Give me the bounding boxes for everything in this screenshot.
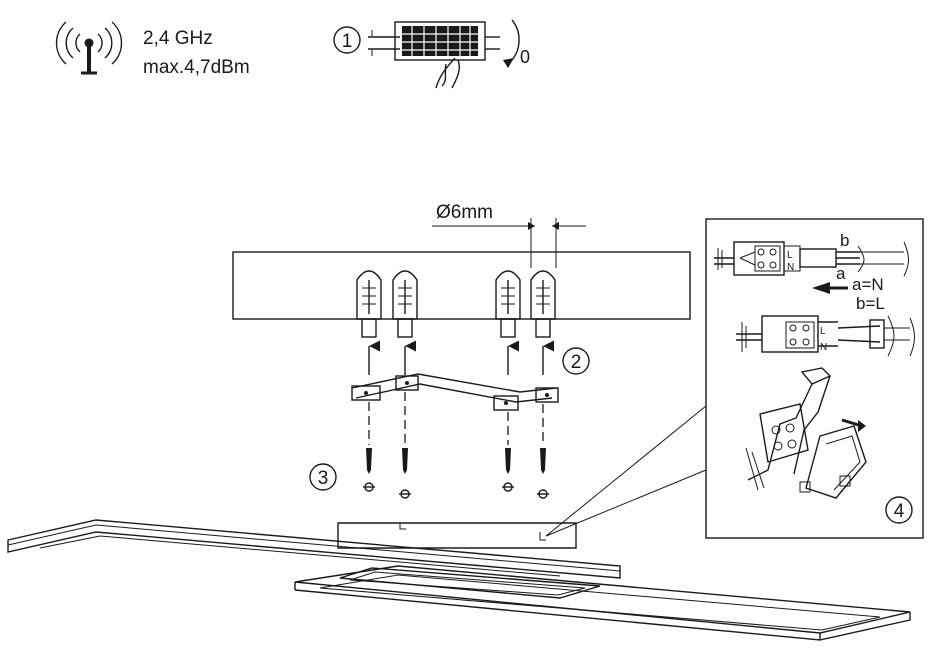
wall-plug — [392, 270, 418, 338]
switch-off-label: 0 — [520, 47, 530, 67]
wire-b-label: b — [840, 231, 849, 250]
svg-text:L: L — [820, 326, 826, 337]
step-3-marker: 3 — [309, 463, 337, 491]
wireless-antenna-icon — [55, 21, 123, 75]
screw — [502, 448, 514, 492]
insert-arrows — [368, 340, 555, 375]
screw — [363, 448, 375, 492]
ceiling-slab — [232, 251, 691, 320]
terminal-connector-bottom: L N — [736, 315, 915, 357]
step-2-marker: 2 — [562, 347, 590, 375]
svg-text:N: N — [787, 262, 794, 273]
detail-callout-lines — [545, 405, 707, 537]
insert-arrow-icon — [812, 282, 848, 294]
screw — [399, 448, 411, 499]
step-4-marker: 4 — [885, 496, 913, 524]
wall-plug — [495, 270, 521, 338]
power-label: max.4,7dBm — [143, 57, 250, 78]
svg-text:3: 3 — [318, 468, 329, 489]
wall-plug — [530, 270, 556, 338]
terminal-connector-top: L N — [714, 241, 909, 277]
terminal-block-icon — [368, 21, 500, 89]
mounting-bracket — [351, 373, 559, 411]
svg-text:2: 2 — [571, 352, 582, 373]
drill-dimension-lines — [432, 218, 586, 268]
legend-a-n: a=N — [852, 275, 884, 294]
screw — [537, 448, 549, 499]
legend-b-l: b=L — [856, 294, 885, 313]
svg-text:N: N — [820, 342, 827, 353]
led-ceiling-lamp — [7, 519, 911, 641]
wall-plug — [356, 270, 382, 338]
wiring-detail-box: L N b a a=N b=L L N — [705, 218, 924, 539]
drill-diameter-label: Ø6mm — [436, 202, 493, 223]
svg-text:L: L — [787, 250, 793, 261]
svg-text:1: 1 — [342, 31, 353, 52]
svg-text:4: 4 — [894, 501, 905, 522]
terminal-cover-assembly — [745, 367, 867, 499]
frequency-label: 2,4 GHz — [143, 28, 213, 49]
screw-guide-lines — [368, 392, 544, 445]
wire-a-label: a — [836, 264, 846, 283]
step-1-marker: 1 — [333, 26, 361, 54]
rotate-off-arrow-icon — [503, 19, 520, 68]
